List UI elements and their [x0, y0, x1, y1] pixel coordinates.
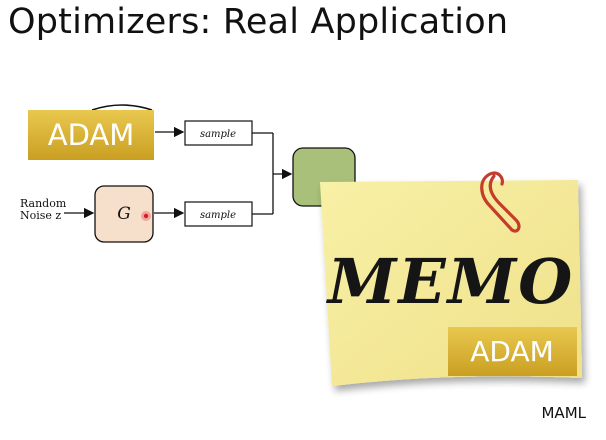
footer-label: MAML	[541, 404, 586, 422]
sample-bottom-text: sample	[200, 210, 236, 221]
merge-connector	[252, 132, 274, 215]
slide-title: Optimizers: Real Application	[8, 2, 509, 42]
sample-box-bottom: sample	[184, 201, 253, 227]
adam-label-text: ADAM	[48, 118, 135, 152]
generator-text: G	[117, 204, 131, 224]
memo-adam-tag: ADAM	[448, 327, 577, 376]
sample-box-top: sample	[184, 120, 253, 146]
occluded-arc	[91, 104, 153, 111]
generator-box: G	[94, 185, 154, 243]
memo-heading: MEMO	[326, 245, 575, 318]
sample-top-text: sample	[200, 129, 236, 140]
noise-label-line2: Noise z	[20, 209, 61, 222]
paperclip-icon	[480, 171, 521, 233]
cursor-indicator	[141, 211, 151, 221]
noise-label-line1: Random	[20, 197, 67, 210]
adam-label: ADAM	[28, 110, 154, 160]
memo-adam-text: ADAM	[470, 335, 554, 368]
